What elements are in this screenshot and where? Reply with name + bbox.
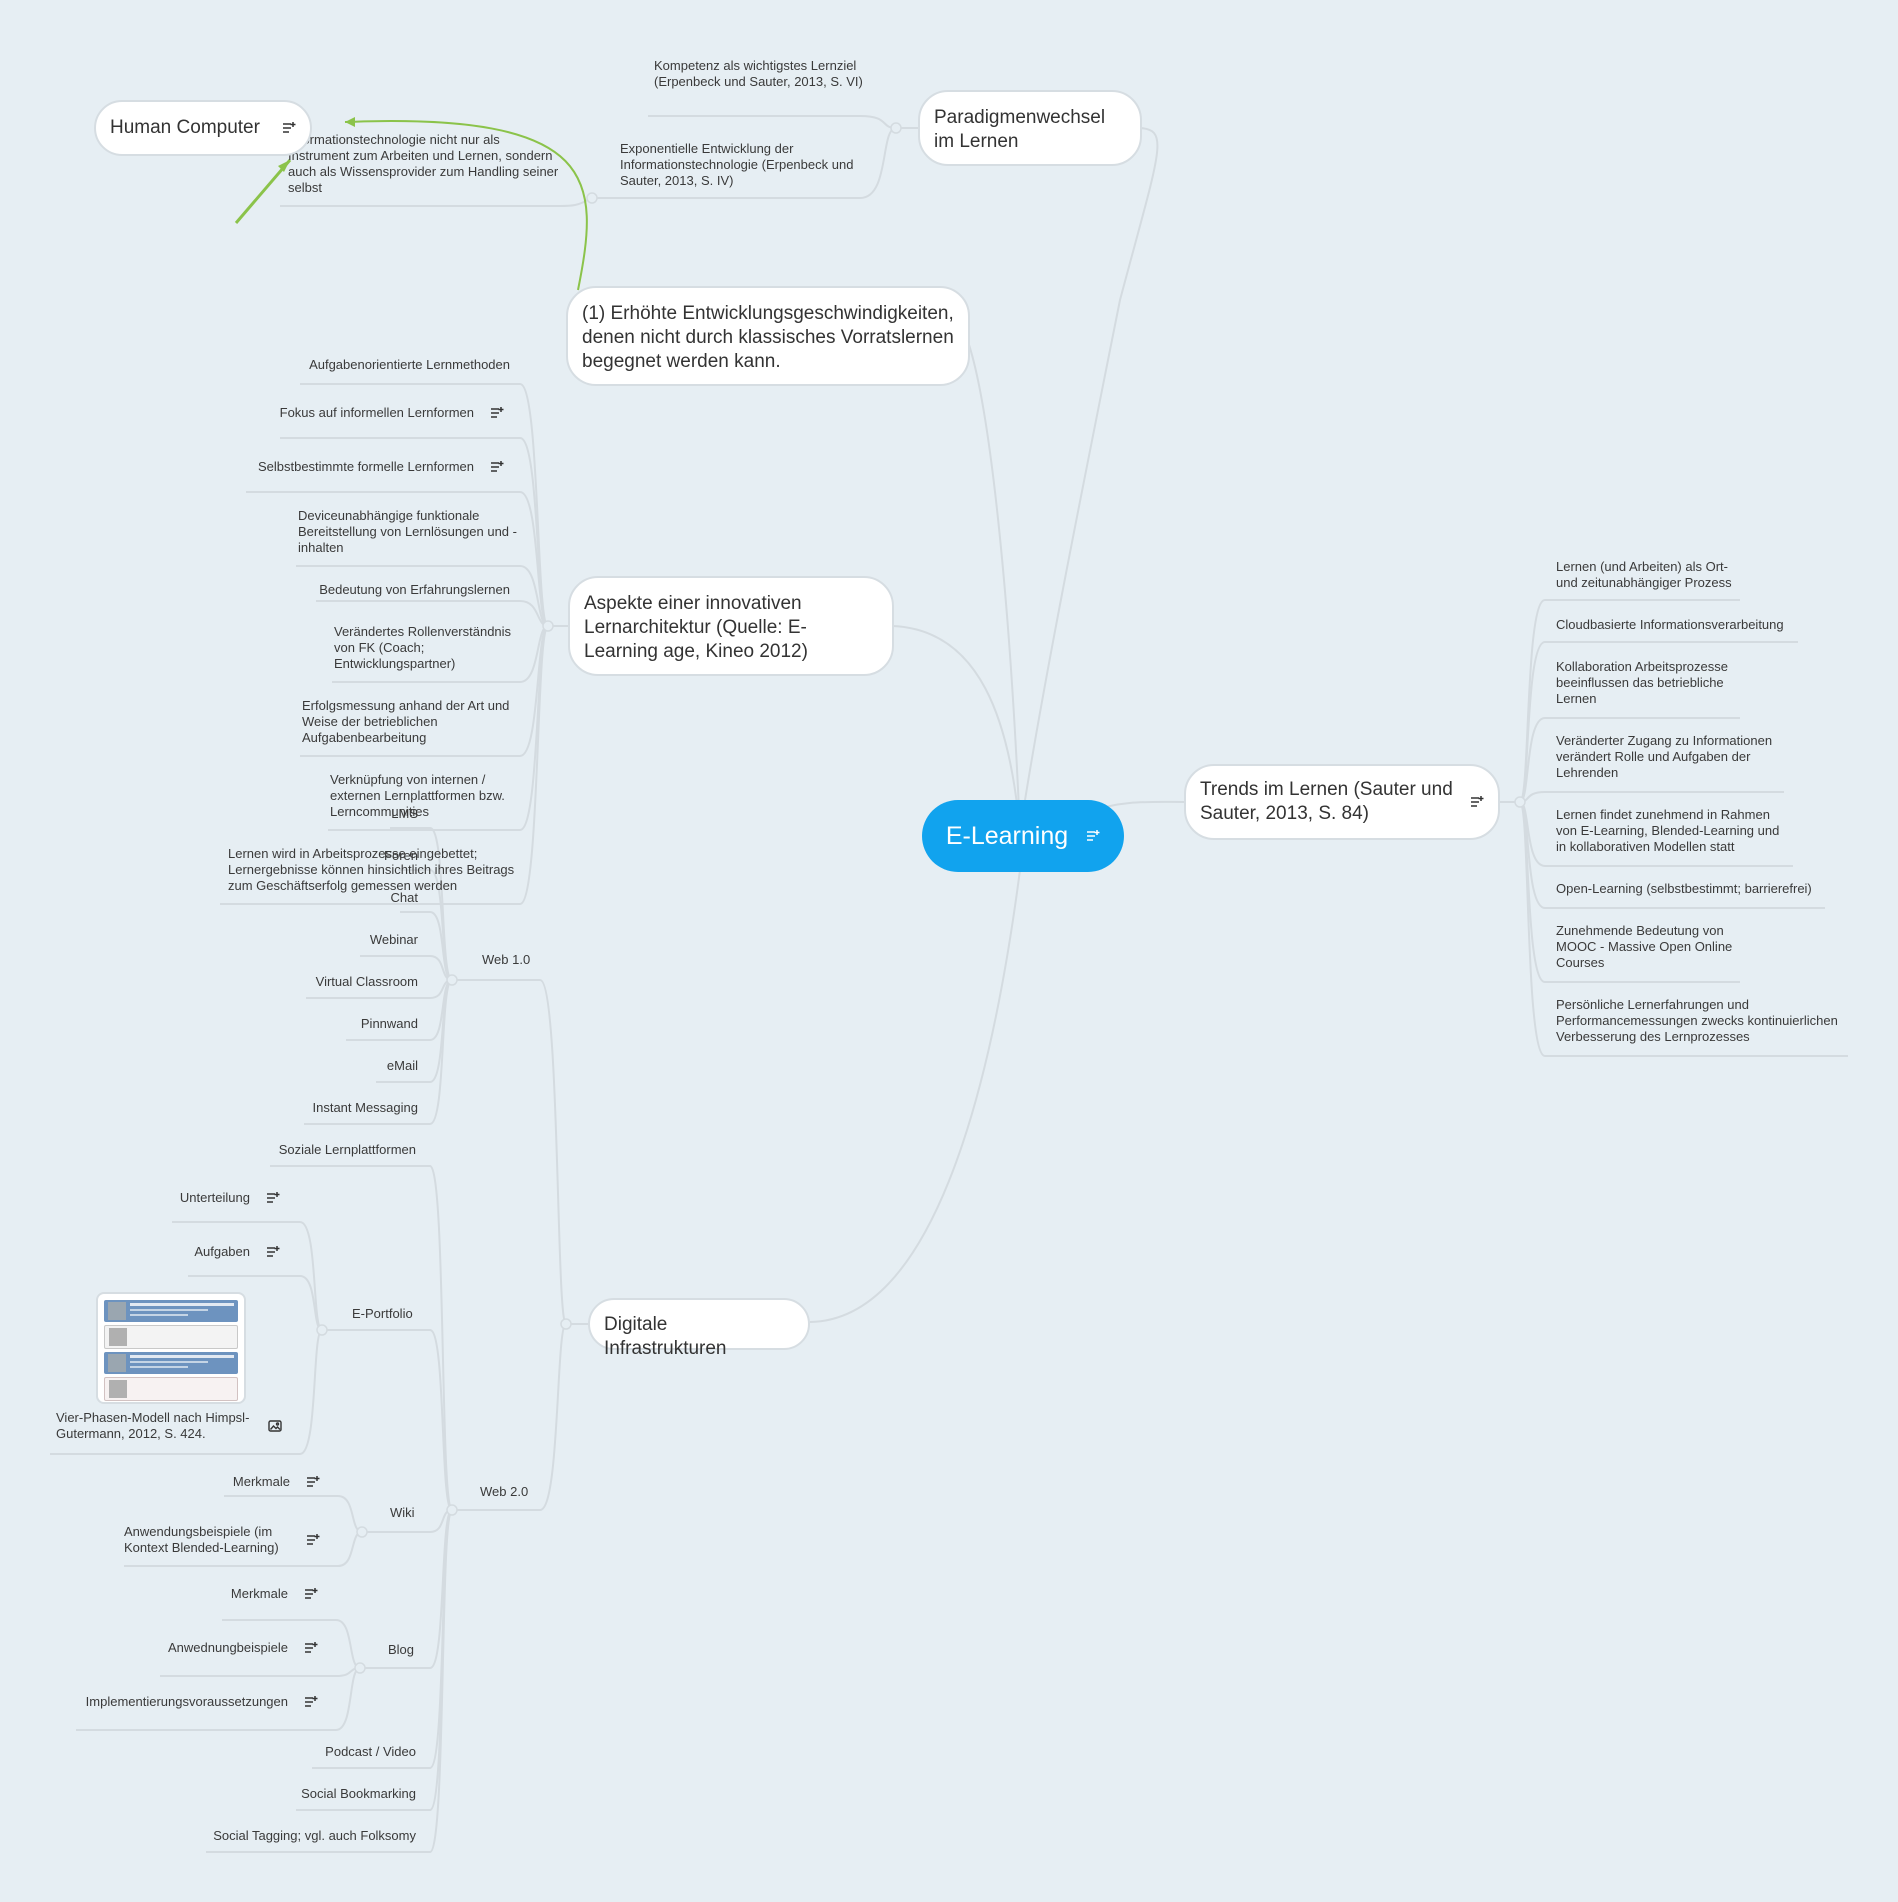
leaf-trend[interactable]: Lernen findet zunehmend in Rahmen von E-… [1556, 807, 1780, 854]
branch-blog[interactable]: Blog [388, 1642, 415, 1657]
branch-eportfolio[interactable]: E-Portfolio [352, 1306, 413, 1321]
vier-phasen-modell-image[interactable] [96, 1292, 246, 1404]
leaf-wiki-merkmale[interactable]: Merkmale [190, 1474, 320, 1490]
note-icon[interactable] [266, 1191, 280, 1205]
branch-web1[interactable]: Web 1.0 [482, 952, 531, 967]
root-label: E-Learning [945, 821, 1069, 850]
note-icon[interactable] [304, 1695, 318, 1709]
topic-erhoehte[interactable]: (1) Erhöhte Entwicklungsgeschwindigkeite… [566, 286, 970, 386]
leaf-trend[interactable]: Zunehmende Bedeutung von MOOC - Massive … [1556, 923, 1733, 970]
leaf-aspekt[interactable]: Fokus auf informellen Lernformen [200, 405, 504, 421]
leaf-web1[interactable]: Webinar [369, 932, 418, 947]
leaf-trend[interactable]: Cloudbasierte Informationsverarbeitung [1556, 617, 1784, 632]
leaf-exponentielle[interactable]: Exponentielle Entwicklung der Informatio… [620, 141, 854, 188]
note-icon[interactable] [306, 1475, 320, 1489]
note-icon[interactable] [266, 1245, 280, 1259]
leaf-aspekt[interactable]: Bedeutung von Erfahrungslernen [319, 582, 510, 597]
note-icon[interactable] [1086, 829, 1100, 843]
topic-label: Digitale Infrastrukturen [604, 1314, 727, 1359]
leaf-web1[interactable]: Instant Messaging [312, 1100, 418, 1115]
leaf-blog-implementierung[interactable]: Implementierungsvoraussetzungen [70, 1694, 318, 1710]
topic-digitale-infrastrukturen[interactable]: Digitale Infrastrukturen [588, 1298, 810, 1359]
leaf-aspekt[interactable]: Lernen wird in Arbeitsprozesse eingebett… [228, 846, 515, 893]
leaf-kompetenz[interactable]: Kompetenz als wichtigstes Lernziel (Erpe… [654, 58, 863, 89]
note-icon[interactable] [306, 1533, 320, 1547]
note-icon[interactable] [490, 406, 504, 420]
topic-human-computer[interactable]: Human Computer [94, 100, 312, 156]
branch-web2[interactable]: Web 2.0 [480, 1484, 529, 1499]
leaf-informationstechnologie[interactable]: Informationstechnologie nicht nur als In… [288, 132, 559, 195]
topic-label: Aspekte einer innovativen Lernarchitektu… [584, 593, 808, 662]
topic-aspekte[interactable]: Aspekte einer innovativen Lernarchitektu… [568, 576, 894, 676]
note-icon[interactable] [304, 1641, 318, 1655]
topic-label: (1) Erhöhte Entwicklungsgeschwindigkeite… [582, 303, 954, 372]
topic-label: Trends im Lernen (Sauter und Sauter, 201… [1200, 779, 1453, 824]
leaf-unterteilung[interactable]: Unterteilung [160, 1190, 280, 1206]
leaf-web1[interactable]: LMS [391, 806, 418, 821]
leaf-blog-anwednungbeispiele[interactable]: Anwednungbeispiele [148, 1640, 318, 1656]
leaf-web1[interactable]: Pinnwand [360, 1016, 418, 1031]
leaf-aspekt[interactable]: Selbstbestimmte formelle Lernformen [200, 459, 504, 475]
note-icon[interactable] [282, 121, 296, 135]
leaf-web2[interactable]: Social Tagging; vgl. auch Folksomy [213, 1828, 416, 1843]
leaf-web1[interactable]: eMail [386, 1058, 418, 1073]
topic-trends[interactable]: Trends im Lernen (Sauter und Sauter, 201… [1184, 764, 1500, 840]
leaf-aspekt[interactable]: Verändertes Rollenverständnis von FK (Co… [334, 624, 512, 671]
note-icon[interactable] [304, 1587, 318, 1601]
leaf-wiki-anwendungsbeispiele[interactable]: Anwendungsbeispiele (im Kontext Blended-… [124, 1524, 320, 1556]
leaf-trend[interactable]: Veränderter Zugang zu Informationen verä… [1556, 733, 1773, 780]
topic-label: Human Computer [110, 117, 260, 138]
leaf-soziale-lernplattformen[interactable]: Soziale Lernplattformen [278, 1142, 416, 1157]
leaf-aspekt[interactable]: Verknüpfung von internen / externen Lern… [330, 772, 505, 819]
leaf-web1[interactable]: Chat [390, 890, 418, 905]
leaf-aspekt[interactable]: Aufgabenorientierte Lernmethoden [309, 357, 510, 372]
root-topic[interactable]: E-Learning [922, 800, 1124, 872]
leaf-blog-merkmale[interactable]: Merkmale [188, 1586, 318, 1602]
leaf-aufgaben[interactable]: Aufgaben [160, 1244, 280, 1260]
leaf-aspekt[interactable]: Erfolgsmessung anhand der Art und Weise … [302, 698, 510, 745]
branch-wiki[interactable]: Wiki [390, 1505, 415, 1520]
leaf-web2[interactable]: Social Bookmarking [301, 1786, 416, 1801]
leaf-trend[interactable]: Lernen (und Arbeiten) als Ort- und zeitu… [1556, 559, 1732, 590]
note-icon[interactable] [1470, 795, 1484, 809]
leaf-web1[interactable]: Virtual Classroom [315, 974, 418, 989]
leaf-image-caption[interactable]: Vier-Phasen-Modell nach Himpsl-Gutermann… [56, 1410, 282, 1442]
leaf-web2[interactable]: Podcast / Video [325, 1744, 416, 1759]
leaf-web1[interactable]: Foren [384, 848, 418, 863]
leaf-trend[interactable]: Persönliche Lernerfahrungen und Performa… [1556, 997, 1838, 1044]
topic-label: Paradigmenwechsel im Lernen [934, 107, 1106, 152]
leaf-trend[interactable]: Open-Learning (selbstbestimmt; barrieref… [1556, 881, 1812, 896]
leaf-aspekt[interactable]: Deviceunabhängige funktionale Bereitstel… [298, 508, 517, 555]
note-icon[interactable] [490, 460, 504, 474]
image-icon[interactable] [268, 1419, 282, 1433]
topic-paradigmenwechsel[interactable]: Paradigmenwechsel im Lernen [918, 90, 1142, 166]
leaf-trend[interactable]: Kollaboration Arbeitsprozesse beeinfluss… [1556, 659, 1728, 706]
